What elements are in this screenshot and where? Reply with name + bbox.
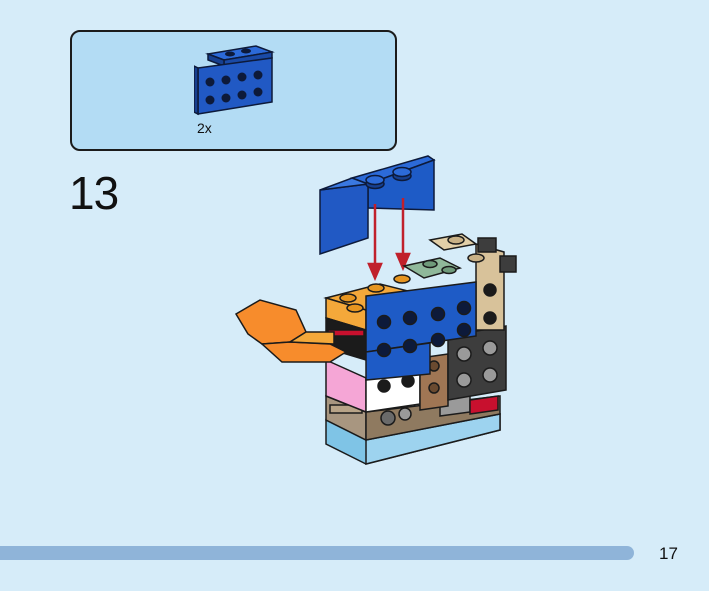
parts-callout: 2x (70, 30, 397, 151)
brick-assembly (234, 233, 517, 465)
page-number: 17 (659, 544, 678, 563)
step-number: 13 (69, 167, 119, 219)
page-progress-bar (0, 546, 634, 560)
blue-1x2-2x2-bracket-icon (194, 45, 275, 116)
blue-bracket-plate-icon (319, 155, 436, 256)
part-quantity: 2x (197, 120, 212, 136)
assembly-arrow-icon (367, 198, 411, 282)
